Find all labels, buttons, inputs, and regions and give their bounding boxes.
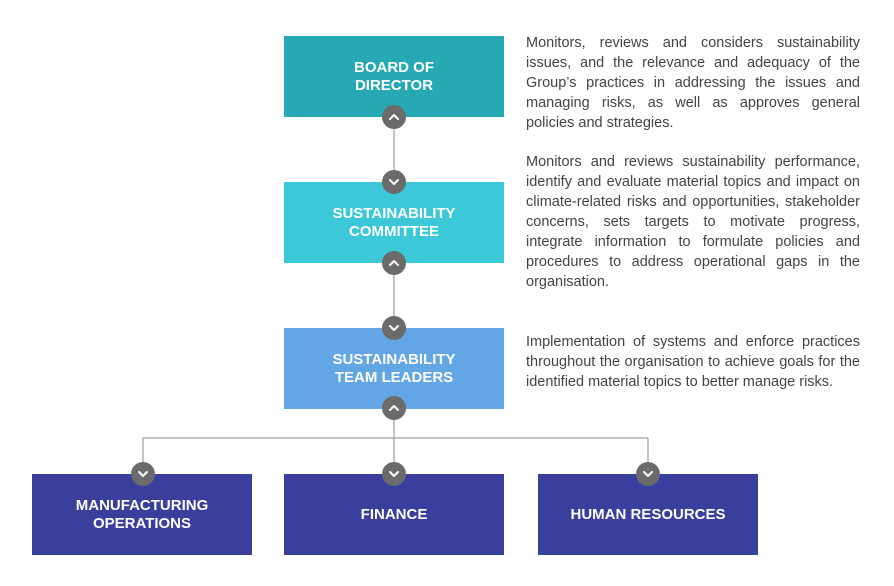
description-sustainability-committee: Monitors and reviews sustainability perf… (526, 154, 860, 290)
node-label-line2: COMMITTEE (349, 222, 439, 240)
chevron-down-icon (382, 462, 406, 486)
node-manufacturing-operations: MANUFACTURING OPERATIONS (32, 474, 252, 555)
chevron-down-icon (382, 170, 406, 194)
node-label-line1: BOARD OF (354, 58, 434, 76)
node-label-line2: DIRECTOR (354, 76, 434, 94)
node-label-line1: HUMAN RESOURCES (570, 505, 726, 523)
node-sustainability-committee: SUSTAINABILITY COMMITTEE (284, 182, 504, 263)
node-label-line1: SUSTAINABILITY (332, 350, 456, 368)
chevron-down-icon (131, 462, 155, 486)
node-label-line1: SUSTAINABILITY (332, 204, 456, 222)
node-finance: FINANCE (284, 474, 504, 555)
node-sustainability-team-leaders: SUSTAINABILITY TEAM LEADERS (284, 328, 504, 409)
chevron-down-icon (382, 316, 406, 340)
node-human-resources: HUMAN RESOURCES (538, 474, 758, 555)
chevron-down-icon (636, 462, 660, 486)
chevron-up-icon (382, 251, 406, 275)
node-label-line2: OPERATIONS (92, 514, 192, 532)
description-sustainability-team-leaders: Implementation of systems and enforce pr… (526, 334, 860, 390)
node-label-line1: MANUFACTURING (75, 496, 209, 514)
node-board-of-director: BOARD OF DIRECTOR (284, 36, 504, 117)
chevron-up-icon (382, 396, 406, 420)
node-label-line1: FINANCE (360, 505, 428, 523)
description-board-of-director: Monitors, reviews and considers sustaina… (526, 35, 860, 131)
chevron-up-icon (382, 105, 406, 129)
node-label-line2: TEAM LEADERS (334, 368, 454, 386)
